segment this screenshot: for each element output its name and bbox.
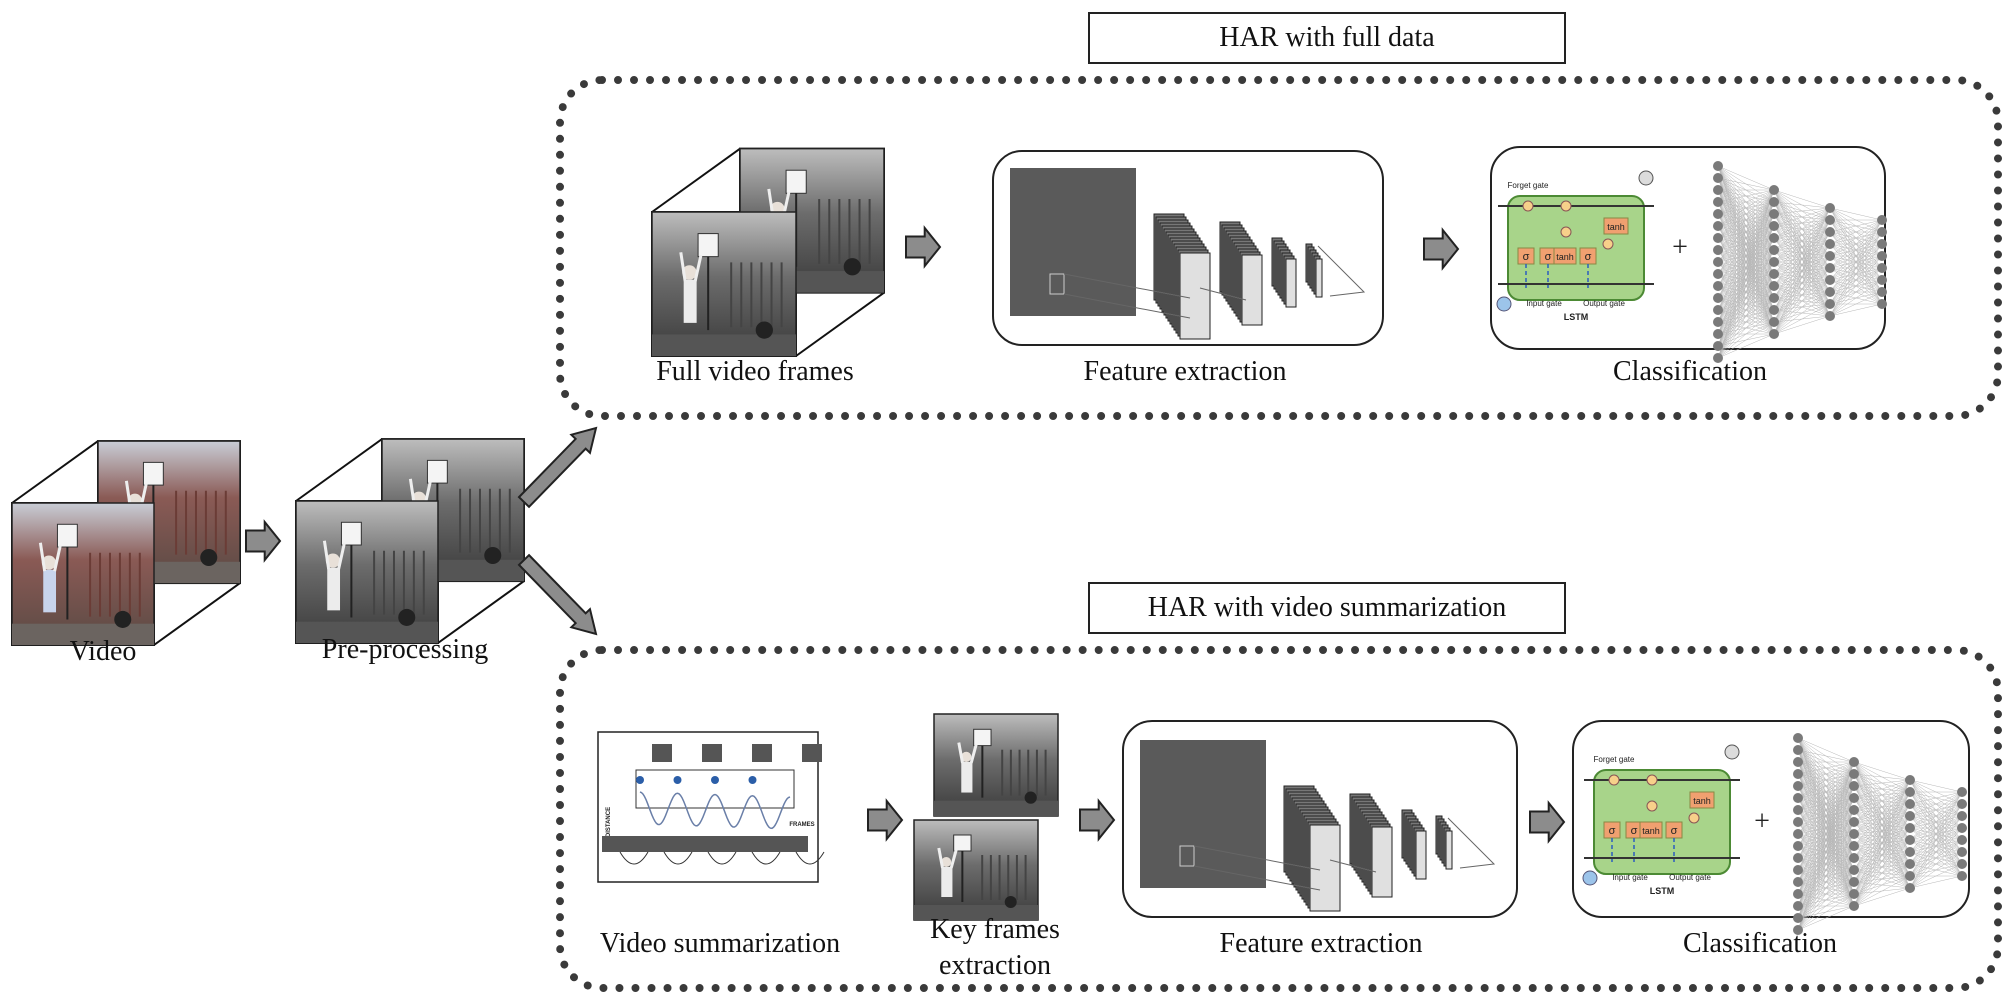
key-frame-2 <box>913 819 1039 921</box>
lstm-bottom-output-gate: Output gate <box>1669 873 1711 882</box>
plus-top: + <box>1672 232 1688 263</box>
lstm-bottom-tanh-top: tanh <box>1693 796 1711 806</box>
full-data-panel <box>556 76 2002 420</box>
lstm-bottom-ht <box>1724 744 1740 760</box>
full-frames-cube-front-frame <box>651 211 797 357</box>
video-label: Video <box>69 636 137 667</box>
cnn-top-input-map <box>1010 168 1136 316</box>
summarization-panel <box>556 646 2002 992</box>
video-cube-front-frame-person-body <box>43 569 57 613</box>
fc-net-bottom <box>1793 733 1967 935</box>
lstm-top-tanh-top: tanh <box>1607 222 1625 232</box>
fc-net-top <box>1713 161 1887 363</box>
arrow-keyframes-to-feature <box>1079 798 1116 842</box>
lstm-top-ht <box>1638 170 1654 186</box>
arrow-to-summarization <box>517 553 598 636</box>
key-frame-1-person-head <box>961 751 972 762</box>
lstm-bottom-xt <box>1582 870 1598 886</box>
cnn-top <box>1010 168 1366 340</box>
lstm-top-xt <box>1496 296 1512 312</box>
arrow-frames-to-feature-top <box>905 225 942 269</box>
lstm-top-sigma: σ <box>1523 251 1530 263</box>
classification-label-top: Classification <box>1613 356 1767 387</box>
arrow-feature-to-class-top <box>1423 227 1460 271</box>
preprocess-cube-front-frame <box>295 500 439 644</box>
key-frame-1-backboard <box>973 728 992 747</box>
lstm-top-input-gate: Input gate <box>1526 299 1562 308</box>
preprocess-cube-front-frame-person-body <box>327 567 341 611</box>
feature-extraction-label-top: Feature extraction <box>1083 356 1287 387</box>
preprocessing-label: Pre-processing <box>321 634 489 665</box>
preprocess-cube-back-frame-backboard <box>426 459 448 484</box>
lstm-bottom-input-gate: Input gate <box>1612 873 1648 882</box>
lstm-bottom-forget-gate: Forget gate <box>1594 755 1635 764</box>
key-frames-label-line1: Key frames <box>930 914 1060 945</box>
full-frames-cube-front-frame-person-body <box>683 279 697 323</box>
key-frames-label-line2: extraction <box>939 950 1051 981</box>
full-frames-label: Full video frames <box>656 356 854 387</box>
arrow-feature-to-class-bottom <box>1529 800 1566 844</box>
arrow-to-full-data <box>517 426 598 509</box>
key-frame-2-person-head <box>941 857 952 867</box>
key-frame-2-backboard <box>953 834 972 852</box>
summary-chart-y-axis: DISTANCE <box>606 807 612 837</box>
key-frame-1 <box>933 713 1059 817</box>
lstm-bottom-sigma: σ <box>1631 825 1638 837</box>
lstm-top-forget-gate: Forget gate <box>1508 181 1549 190</box>
arrow-summary-to-keyframes <box>867 798 904 842</box>
lstm-top-sigma: σ <box>1545 251 1552 263</box>
full-data-title: HAR with full data <box>1088 12 1566 64</box>
video-summarization-label: Video summarization <box>599 928 841 959</box>
lstm-top-name: LSTM <box>1564 312 1589 322</box>
lstm-bottom-tanh-mid: tanh <box>1642 826 1660 836</box>
lstm-bottom-sigma: σ <box>1671 825 1678 837</box>
summary-chart: DISTANCE FRAMES <box>597 731 825 883</box>
feature-extraction-label-bottom: Feature extraction <box>1219 928 1423 959</box>
full-frames-cube-back-frame-backboard <box>785 169 807 194</box>
lstm-bottom-sigma: σ <box>1609 825 1616 837</box>
lstm-top-output-gate: Output gate <box>1583 299 1625 308</box>
lstm-top-tanh-mid: tanh <box>1556 252 1574 262</box>
video-cube-front-frame-backboard <box>56 523 78 548</box>
plus-bottom: + <box>1754 806 1770 837</box>
cnn-bottom-input-map <box>1140 740 1266 888</box>
arrow-to-summarization-shape <box>517 553 598 636</box>
classification-label-bottom: Classification <box>1683 928 1837 959</box>
key-frame-1-person-body <box>961 761 973 793</box>
summary-chart-x-axis: FRAMES <box>789 822 814 828</box>
lstm-bottom-name: LSTM <box>1650 886 1675 896</box>
arrow-video-to-preprocess <box>245 519 282 563</box>
lstm-top-sigma: σ <box>1585 251 1592 263</box>
cnn-bottom <box>1140 740 1496 912</box>
full-frames-cube-front-frame-backboard <box>697 233 719 258</box>
summary-chart-curve <box>639 791 791 830</box>
video-cube-back-frame-backboard <box>142 461 164 486</box>
arrow-to-full-data-shape <box>517 426 598 509</box>
preprocess-cube-front-frame-backboard <box>340 521 362 546</box>
key-frame-2-person-body <box>941 867 953 897</box>
video-cube-front-frame <box>11 502 155 646</box>
summarization-title: HAR with video summarization <box>1088 582 1566 634</box>
